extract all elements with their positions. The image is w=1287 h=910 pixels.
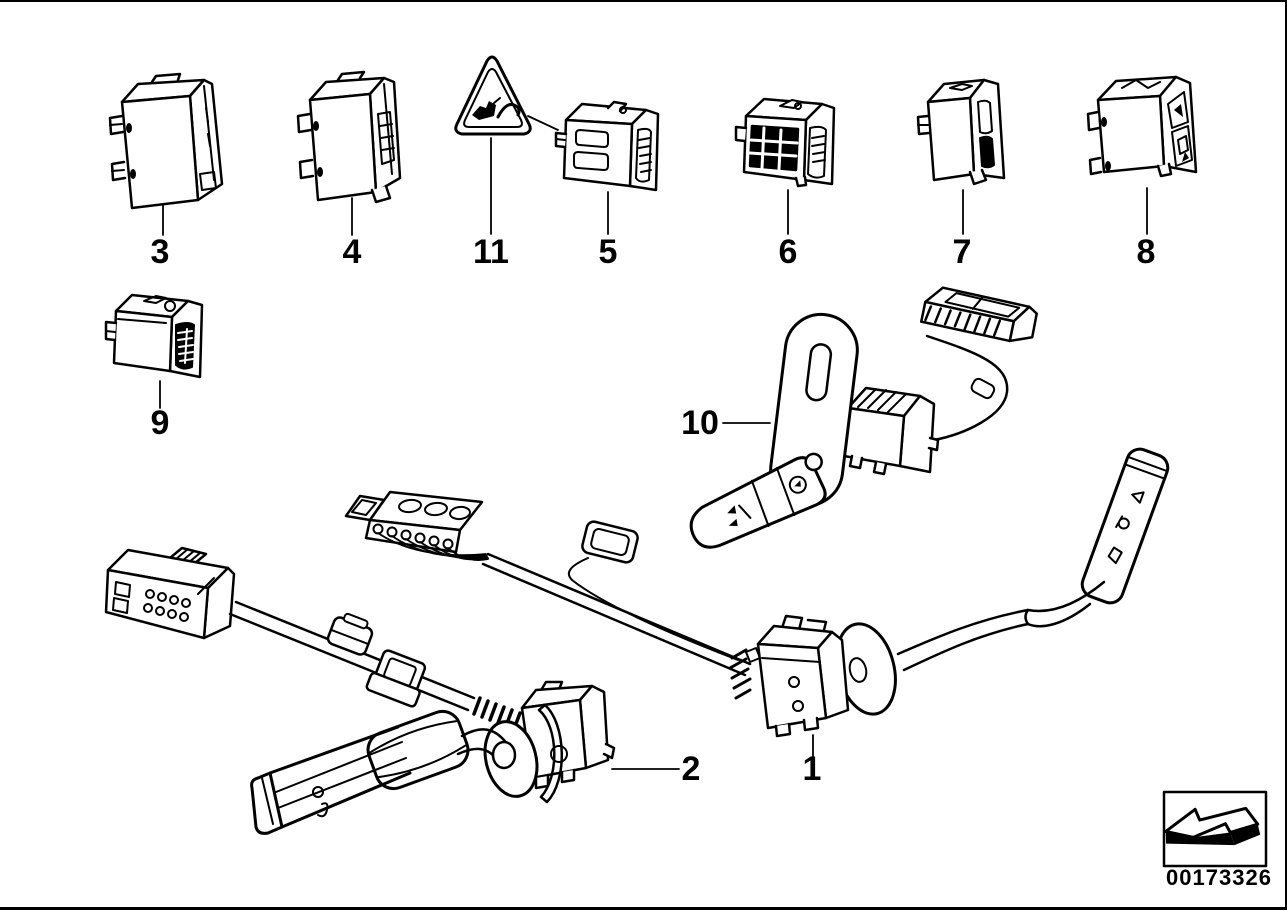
direction-arrow-box	[1162, 790, 1268, 868]
part-10-connector	[919, 286, 1038, 343]
callout-5[interactable]: 5	[598, 233, 618, 271]
part-7-switch[interactable]	[916, 78, 1006, 186]
callout-3[interactable]: 3	[150, 233, 170, 271]
part-1-wiper-switch[interactable]	[344, 446, 1171, 738]
warning-triangle-icon	[454, 55, 532, 136]
callout-2[interactable]: 2	[681, 750, 701, 788]
part-1-switch-body	[728, 614, 850, 738]
part-1-stalk-handle	[1080, 447, 1170, 605]
part-8-switch[interactable]	[1086, 75, 1198, 178]
part-9-switch[interactable]	[104, 293, 204, 379]
callout-1[interactable]: 1	[802, 750, 822, 788]
leader-lines	[159, 115, 1148, 770]
part-5-switch[interactable]	[554, 100, 660, 192]
direction-arrow-icon	[1164, 806, 1261, 846]
part-2-inline-connector-2	[365, 649, 427, 708]
part-2-stalk-barrel	[366, 709, 470, 791]
callout-8[interactable]: 8	[1136, 233, 1156, 271]
document-number: 00173326	[1166, 865, 1272, 890]
part-11-warning-triangle[interactable]	[454, 55, 532, 136]
part-2-stalk-paddle	[250, 725, 412, 835]
part-2-turn-signal-switch[interactable]	[104, 546, 616, 835]
part-1-connector	[344, 490, 489, 561]
callout-4[interactable]: 4	[342, 233, 362, 271]
part-2-inline-connector-1	[326, 612, 374, 656]
part-10-switch-base	[842, 386, 940, 476]
part-3-switch[interactable]	[108, 72, 224, 210]
part-6-switch[interactable]	[734, 97, 836, 188]
callout-9[interactable]: 9	[150, 404, 170, 442]
part-2-connector	[104, 546, 236, 640]
part-10-stalk-handle	[689, 452, 827, 549]
callout-10[interactable]: 10	[681, 404, 719, 442]
callout-6[interactable]: 6	[778, 233, 798, 271]
callout-7[interactable]: 7	[952, 233, 972, 271]
part-1-branch-connector	[581, 520, 639, 564]
part-4-switch[interactable]	[296, 70, 402, 204]
callout-11[interactable]: 11	[473, 233, 509, 271]
part-10-cruise-stalk[interactable]	[683, 286, 1039, 558]
